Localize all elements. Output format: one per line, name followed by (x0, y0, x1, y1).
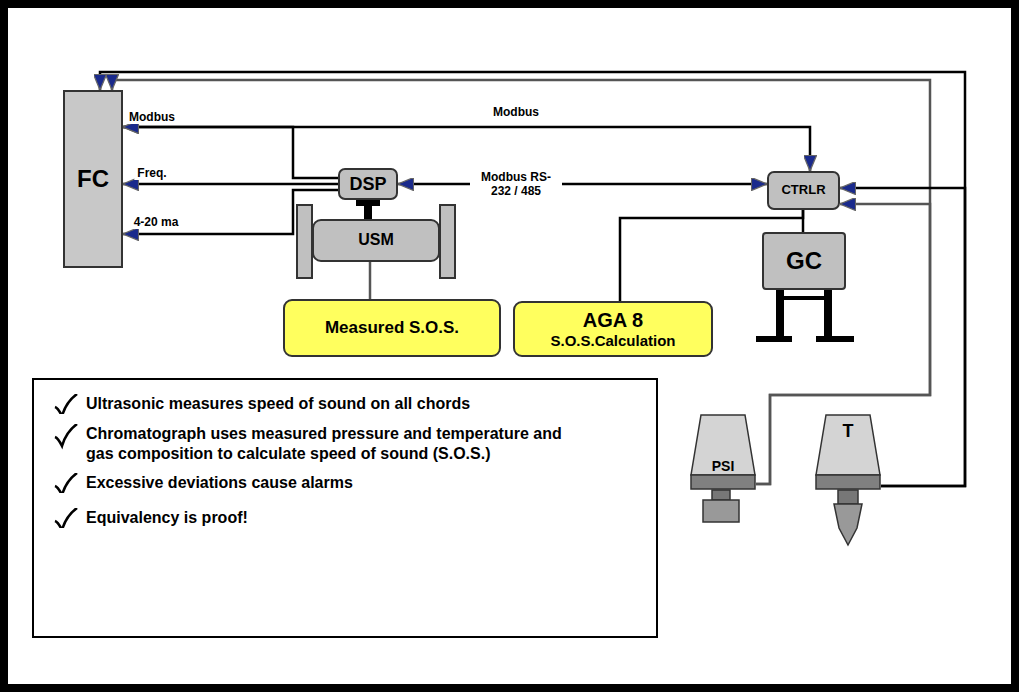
note-box: Ultrasonic measures speed of sound on al… (32, 378, 658, 638)
transmitter-band (691, 475, 755, 489)
meter-flange (440, 205, 455, 278)
note-text: Equivalency is proof! (52, 508, 572, 528)
signal-connector (123, 183, 338, 186)
gc-stand (776, 296, 832, 300)
signal-connector (123, 127, 810, 171)
chromatograph-box: GC (762, 232, 846, 290)
box-label: T (843, 421, 854, 442)
flow-computer-box: FC (63, 90, 123, 268)
box-label: DSP (349, 174, 386, 195)
dsp-box: DSP (338, 168, 398, 200)
box-label: PSI (712, 458, 735, 474)
dsp-mount (364, 205, 372, 220)
transmitter-stem (712, 490, 730, 500)
box-label: USM (358, 231, 394, 249)
transmitter-fitting (703, 500, 739, 522)
signal-label: Freq. (134, 166, 169, 180)
aga8-calc-box: AGA 8S.O.S.Calculation (513, 301, 713, 357)
gc-stand (816, 336, 854, 342)
transmitter-head (691, 415, 755, 475)
signal-label: Modbus (490, 105, 542, 119)
box-label: Measured S.O.S. (325, 318, 459, 338)
box-label: FC (77, 165, 109, 193)
ultrasonic-meter-box: USM (312, 219, 440, 262)
signal-connector (756, 204, 930, 484)
transmitter-head (816, 415, 880, 475)
note-text: Ultrasonic measures speed of sound on al… (52, 394, 572, 414)
signal-label: Modbus RS-232 / 485 (470, 170, 562, 198)
signal-connector (369, 262, 372, 299)
box-label: S.O.S.Calculation (550, 332, 675, 349)
gc-stand (756, 336, 792, 342)
signal-connector (802, 210, 805, 232)
pressure-transmitter: PSI (690, 413, 756, 490)
signal-connector (123, 190, 338, 234)
box-label: CTRLR (781, 183, 825, 198)
transmitter-band (816, 475, 880, 489)
signal-label: 4-20 ma (131, 215, 182, 229)
signal-label: Modbus (126, 110, 178, 124)
transmitter-stem (838, 490, 858, 504)
box-label: GC (786, 247, 822, 275)
box-label: AGA 8 (583, 309, 643, 332)
controller-box: CTRLR (767, 171, 840, 210)
transmitter-outline (690, 413, 756, 490)
signal-connector (398, 183, 767, 186)
measured-sos-box: Measured S.O.S. (283, 299, 501, 357)
meter-flange (297, 205, 312, 278)
frame (4, 4, 1015, 688)
note-text: Excessive deviations cause alarms (52, 473, 572, 493)
temperature-transmitter: T (815, 413, 881, 490)
temperature-probe (834, 504, 862, 545)
note-text: Chromatograph uses measured pressure and… (52, 424, 572, 464)
